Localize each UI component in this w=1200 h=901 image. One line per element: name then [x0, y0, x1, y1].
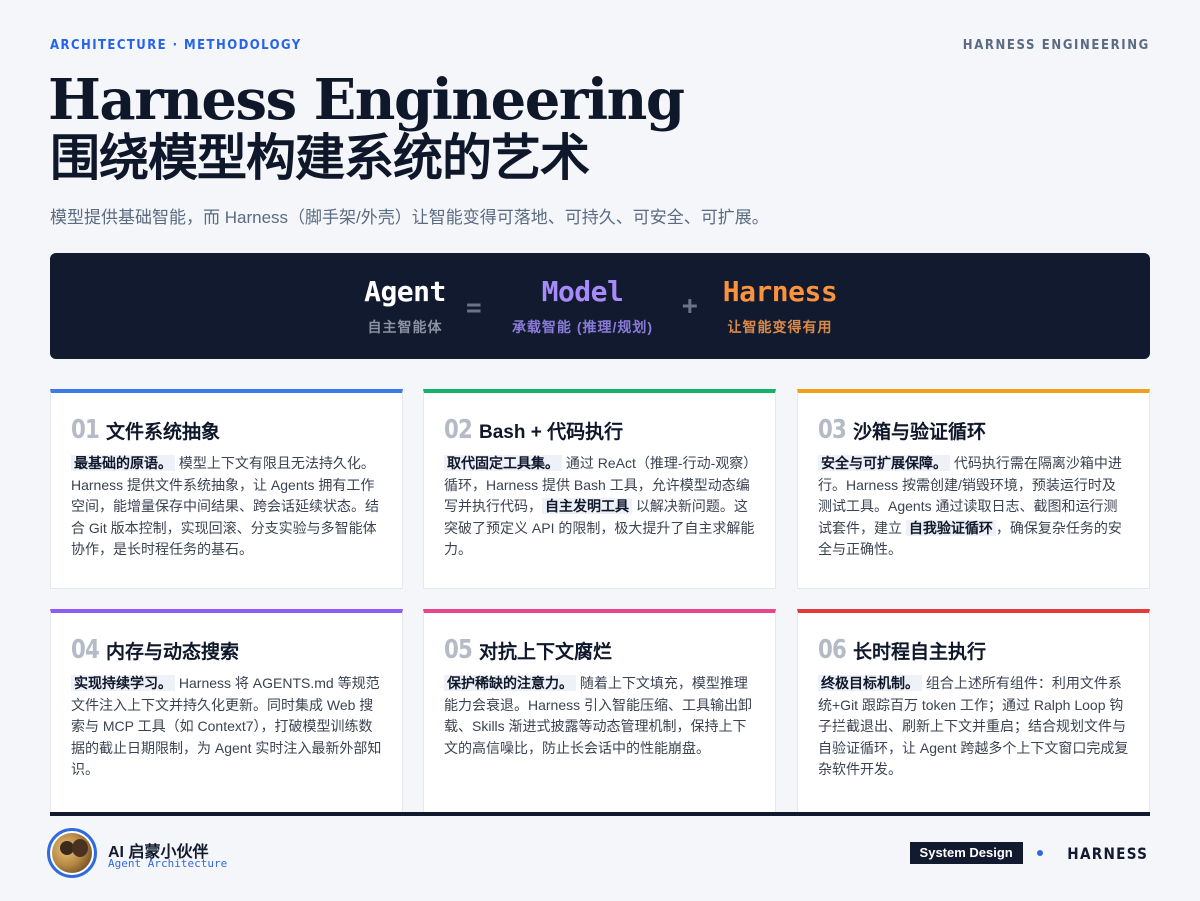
card-body: 安全与可扩展保障。 代码执行需在隔离沙箱中进行。Harness 按需创建/销毁环… — [818, 453, 1129, 561]
card-number: 01 — [71, 415, 100, 445]
brand-label: HARNESS ENGINEERING — [962, 38, 1150, 53]
card-body: 最基础的原语。 模型上下文有限且无法持久化。Harness 提供文件系统抽象，让… — [71, 453, 382, 561]
feature-card: 06 长时程自主执行终极目标机制。 组合上述所有组件：利用文件系统+Git 跟踪百… — [797, 609, 1150, 813]
card-text: 随着上下文填充，模型推理能力会衰退。Harness 引入智能压缩、工具输出卸载、… — [444, 675, 753, 756]
card-header: 03 沙箱与验证循环 — [818, 415, 1149, 445]
footer-brand-group: System Design HARNESS — [909, 842, 1148, 864]
card-lead: 终极目标机制。 — [818, 675, 922, 691]
agent-label: Agent — [364, 275, 446, 308]
kicker-label: ARCHITECTURE · METHODOLOGY — [50, 38, 302, 53]
author-name: AI 启蒙小伙伴 — [108, 844, 209, 861]
card-title: Bash + 代码执行 — [479, 422, 624, 443]
page-subtitle: 模型提供基础智能，而 Harness（脚手架/外壳）让智能变得可落地、可持久、可… — [50, 208, 769, 227]
card-title: 内存与动态搜索 — [106, 642, 240, 663]
card-header: 05 对抗上下文腐烂 — [444, 635, 775, 665]
model-label: Model — [541, 275, 624, 308]
card-title: 沙箱与验证循环 — [853, 422, 987, 443]
card-number: 06 — [818, 635, 847, 665]
formula-model: Model 承载智能 (推理/规划) — [495, 275, 670, 337]
card-number: 05 — [444, 635, 473, 665]
card-title: 长时程自主执行 — [853, 642, 987, 663]
card-header: 04 内存与动态搜索 — [71, 635, 402, 665]
card-body: 保护稀缺的注意力。 随着上下文填充，模型推理能力会衰退。Harness 引入智能… — [444, 673, 755, 759]
card-highlight: 自我验证循环 — [905, 519, 996, 536]
dot-icon — [1036, 850, 1043, 856]
avatar-image — [52, 833, 92, 873]
card-lead: 实现持续学习。 — [71, 675, 175, 691]
card-body: 实现持续学习。 Harness 将 AGENTS.md 等规范文件注入上下文并持… — [71, 673, 382, 781]
footer-brand: HARNESS — [1067, 843, 1148, 863]
card-text: 组合上述所有组件：利用文件系统+Git 跟踪百万 token 工作；通过 Ral… — [818, 675, 1129, 777]
avatar — [47, 828, 97, 878]
card-text: ，确保复杂任务的安全与正确性。 — [818, 519, 1122, 558]
plus-sign: + — [682, 291, 698, 321]
card-text: 以解决新问题。这突破了预定义 API 的限制，极大提升了自主求解能力。 — [444, 498, 755, 557]
agent-desc: 自主智能体 — [367, 319, 443, 335]
formula-banner: Agent 自主智能体 = Model 承载智能 (推理/规划) + Harne… — [50, 253, 1150, 359]
card-text: 通过 ReAct（推理-行动-观察）循环，Harness 提供 Bash 工具，… — [444, 455, 751, 514]
card-lead: 保护稀缺的注意力。 — [444, 675, 576, 691]
card-number: 04 — [71, 635, 100, 665]
card-number: 03 — [818, 415, 847, 445]
card-lead: 取代固定工具集。 — [444, 455, 562, 471]
author-subtitle: Agent Architecture — [108, 857, 228, 870]
page-title-zh: 围绕模型构建系统的艺术 — [50, 128, 590, 187]
card-text: 代码执行需在隔离沙箱中进行。Harness 按需创建/销毁环境，预装运行时及测试… — [818, 455, 1122, 536]
harness-label: Harness — [722, 275, 838, 308]
card-lead: 最基础的原语。 — [71, 455, 175, 471]
card-highlight: 自主发明工具 — [542, 498, 632, 514]
feature-card: 04 内存与动态搜索实现持续学习。 Harness 将 AGENTS.md 等规范… — [50, 609, 403, 813]
feature-card: 01 文件系统抽象最基础的原语。 模型上下文有限且无法持久化。Harness 提供… — [50, 389, 403, 589]
card-body: 取代固定工具集。 通过 ReAct（推理-行动-观察）循环，Harness 提供… — [444, 453, 755, 561]
card-header: 01 文件系统抽象 — [71, 415, 402, 445]
feature-card: 03 沙箱与验证循环安全与可扩展保障。 代码执行需在隔离沙箱中进行。Harness… — [797, 389, 1150, 589]
card-title: 对抗上下文腐烂 — [479, 642, 613, 663]
card-lead: 安全与可扩展保障。 — [818, 455, 950, 471]
formula-agent: Agent 自主智能体 — [350, 275, 460, 337]
card-body: 终极目标机制。 组合上述所有组件：利用文件系统+Git 跟踪百万 token 工… — [818, 673, 1129, 781]
feature-card: 05 对抗上下文腐烂保护稀缺的注意力。 随着上下文填充，模型推理能力会衰退。Har… — [423, 609, 776, 813]
model-desc: 承载智能 (推理/规划) — [511, 319, 654, 335]
card-header: 02 Bash + 代码执行 — [444, 415, 775, 445]
page-title-en: Harness Engineering — [48, 67, 685, 133]
card-text: Harness 将 AGENTS.md 等规范文件注入上下文并持久化更新。同时集… — [71, 675, 382, 777]
system-design-tag: System Design — [909, 842, 1023, 864]
harness-desc: 让智能变得有用 — [727, 319, 833, 335]
card-text: 模型上下文有限且无法持久化。Harness 提供文件系统抽象，让 Agents … — [71, 455, 379, 557]
formula-harness: Harness 让智能变得有用 — [710, 275, 850, 337]
card-header: 06 长时程自主执行 — [818, 635, 1149, 665]
feature-card: 02 Bash + 代码执行取代固定工具集。 通过 ReAct（推理-行动-观察）… — [423, 389, 776, 589]
card-number: 02 — [444, 415, 473, 445]
footer-divider — [50, 812, 1150, 816]
equals-sign: = — [466, 293, 482, 323]
card-title: 文件系统抽象 — [106, 422, 221, 443]
